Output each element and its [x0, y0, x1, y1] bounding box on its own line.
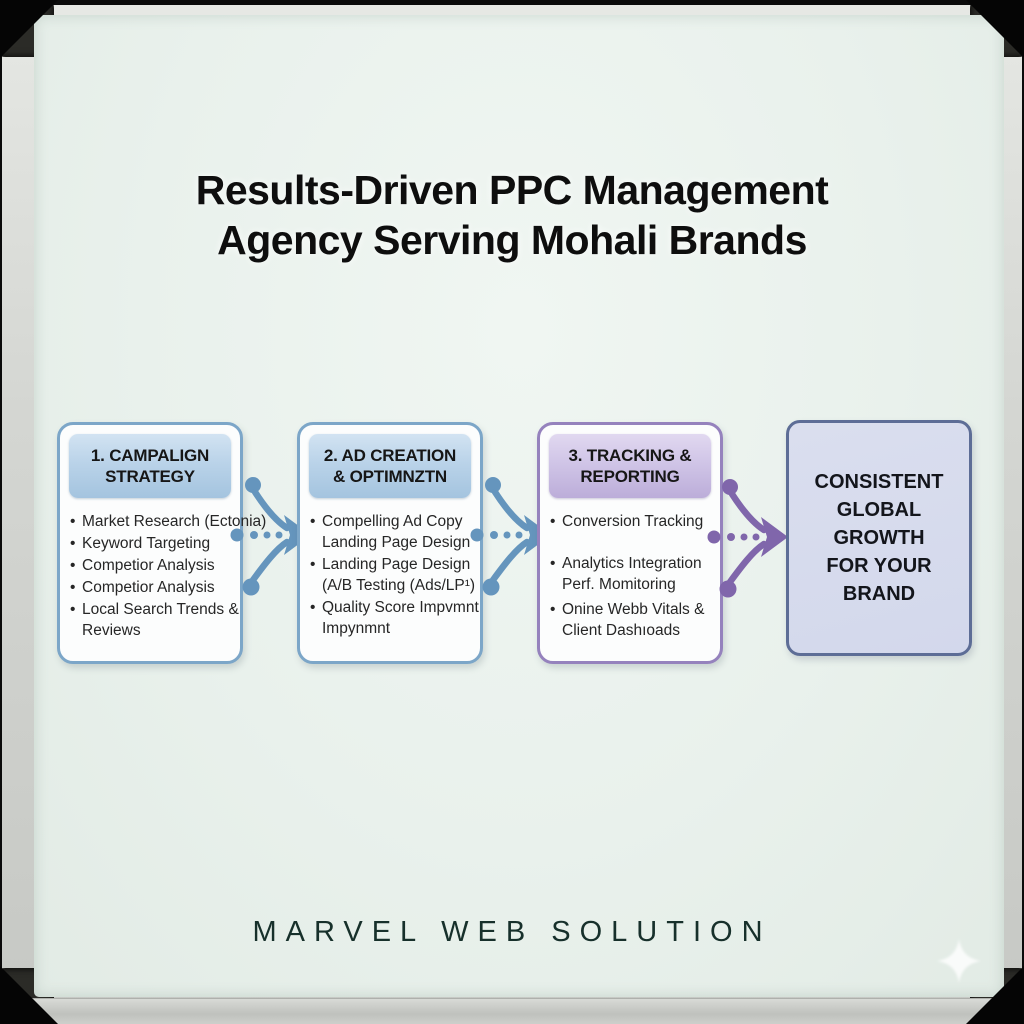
page-title-line2: Agency Serving Mohali Brands — [217, 217, 807, 264]
step-bullet-list: Market Research (Ectonia)Keyword Targeti… — [60, 511, 266, 641]
text-line: 3. TRACKING & — [568, 445, 692, 465]
step-box-tracking-reporting: 3. TRACKING & REPORTING Conversion Tracki… — [537, 422, 723, 664]
bullet-item: Competior Analysis — [69, 577, 240, 598]
text-line: GROWTH — [833, 527, 925, 549]
bullet-item: Competior Analysis — [69, 555, 240, 576]
result-text: CONSISTENT GLOBAL GROWTH FOR YOUR BRAND — [815, 468, 944, 608]
step-box-campaign-strategy: 1. CAMPALIGN STRATEGY Market Research (Ec… — [57, 422, 266, 664]
step-bullet-list: Conversion TrackingAnalytics Integration… — [540, 511, 720, 641]
marker-tray — [26, 998, 998, 1024]
text-line: FOR YOUR — [826, 555, 932, 577]
bullet-item: Market Research (Ectonia) — [69, 511, 266, 532]
sparkle-icon — [936, 938, 982, 984]
bullet-item: Onine Webb Vitals &Client Dashıoads — [549, 599, 720, 641]
text-line: STRATEGY — [105, 467, 195, 486]
text-line: CONSISTENT — [814, 471, 944, 493]
step-header: 2. AD CREATION & OPTIMNZTN — [309, 434, 471, 498]
text-line: 1. CAMPALIGN — [90, 445, 210, 465]
step-header: 3. TRACKING & REPORTING — [549, 434, 711, 498]
result-box: CONSISTENT GLOBAL GROWTH FOR YOUR BRAND — [786, 420, 972, 656]
text-line: 2. AD CREATION — [323, 445, 457, 465]
brand-footer: MARVEL WEB SOLUTION — [252, 916, 772, 948]
step-header: 1. CAMPALIGN STRATEGY — [69, 434, 231, 498]
flow-arrow-icon — [470, 473, 552, 601]
step-box-ad-creation: 2. AD CREATION & OPTIMNZTN Compelling Ad … — [297, 422, 483, 664]
text-line: & OPTIMNZTN — [333, 467, 447, 486]
text-line: REPORTING — [580, 467, 680, 486]
text-line: BRAND — [842, 583, 916, 605]
bullet-item: Keyword Targeting — [69, 533, 240, 554]
flow-arrow-icon — [707, 475, 789, 603]
text-line: GLOBAL — [836, 499, 922, 521]
page-title: Results-Driven PPC Management Agency Ser… — [0, 165, 1024, 265]
bullet-item: Conversion Tracking — [549, 511, 720, 532]
page-title-line1: Results-Driven PPC Management — [195, 167, 829, 213]
bullet-item: Local Search Trends &Reviews — [69, 599, 240, 641]
bullet-item: Landing Page Design(A/B Testing (Ads/LP¹… — [309, 554, 480, 596]
